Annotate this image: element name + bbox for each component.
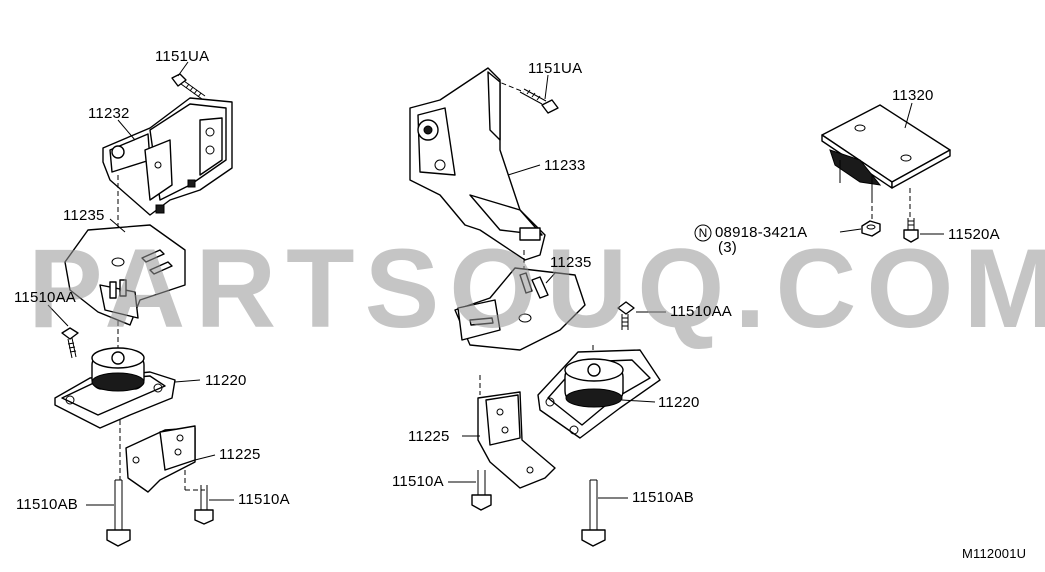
bolt-11520a[interactable]: [903, 218, 919, 243]
label-08918-3421a[interactable]: 08918-3421A: [715, 224, 808, 241]
label-11320[interactable]: 11320: [892, 87, 934, 104]
mount-11220-center[interactable]: [537, 349, 661, 439]
nut-08918-3421a[interactable]: [861, 220, 881, 237]
label-11510ab-left[interactable]: 11510AB: [16, 496, 79, 513]
label-11220-center[interactable]: 11220: [658, 394, 700, 411]
bracket-11225-center[interactable]: [477, 391, 556, 489]
n-circle-mark: [694, 224, 712, 242]
plate-11235-center[interactable]: [454, 267, 586, 351]
label-11520a[interactable]: 11520A: [948, 226, 1000, 243]
label-11233[interactable]: 11233: [544, 157, 586, 174]
watermark: PARTSOUQ.COM: [28, 226, 1045, 351]
label-11510aa-left[interactable]: 11510AA: [14, 289, 77, 306]
label-11235-center[interactable]: 11235: [550, 254, 592, 271]
label-1151ua-center[interactable]: 1151UA: [528, 60, 583, 77]
bracket-11233[interactable]: [409, 67, 546, 261]
mount-11220-left[interactable]: [54, 347, 176, 429]
bolt-11510ab-left[interactable]: [106, 479, 131, 547]
label-11220-left[interactable]: 11220: [205, 372, 247, 389]
bolt-1151ua-center[interactable]: [519, 88, 559, 114]
diagram-reference: M112001U: [962, 546, 1027, 561]
bolt-11510aa-left[interactable]: [61, 327, 79, 359]
label-11235-left[interactable]: 11235: [63, 207, 105, 224]
bracket-11225-left[interactable]: [125, 425, 196, 493]
label-11232[interactable]: 11232: [88, 105, 130, 122]
n-mark-label: N: [698, 226, 708, 240]
bolt-11510ab-center[interactable]: [581, 479, 606, 547]
label-11225-center[interactable]: 11225: [408, 428, 450, 445]
label-1151ua-left[interactable]: 1151UA: [155, 48, 210, 65]
bracket-11232[interactable]: [102, 97, 233, 216]
label-11510ab-center[interactable]: 11510AB: [632, 489, 695, 506]
bolt-11510a-center[interactable]: [471, 470, 492, 511]
label-08918-qty: (3): [718, 239, 737, 256]
bolt-1151ua-left[interactable]: [171, 73, 206, 100]
label-11510a-center[interactable]: 11510A: [392, 473, 444, 490]
label-11510a-left[interactable]: 11510A: [238, 491, 290, 508]
bolt-11510aa-center[interactable]: [617, 301, 635, 330]
plate-11320[interactable]: [821, 104, 951, 198]
plate-11235-left[interactable]: [64, 224, 186, 326]
label-11225-left[interactable]: 11225: [219, 446, 261, 463]
label-11510aa-center[interactable]: 11510AA: [670, 303, 733, 320]
bolt-11510a-left[interactable]: [194, 485, 214, 525]
